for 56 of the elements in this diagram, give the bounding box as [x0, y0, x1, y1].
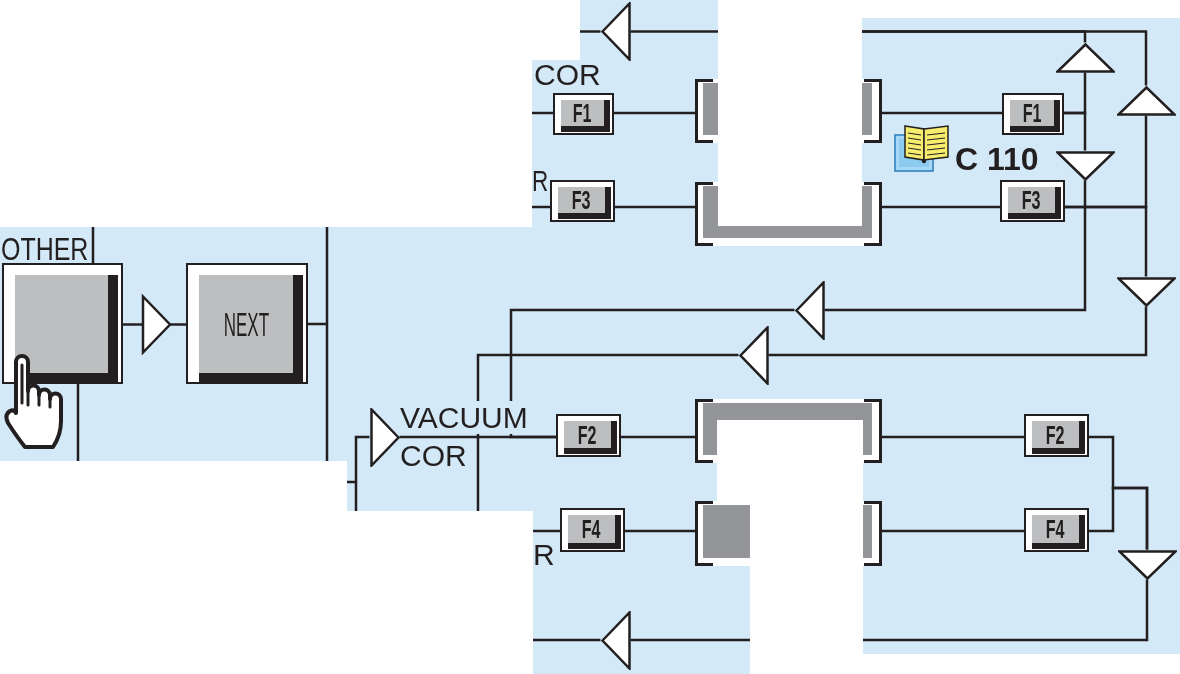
- connector-arrow: [123, 293, 186, 356]
- connector-line: [509, 308, 795, 439]
- function-key: F3: [550, 180, 615, 222]
- function-key: F2: [1024, 414, 1089, 457]
- flow-triangle: [600, 2, 631, 61]
- connector-line: [882, 435, 1024, 439]
- connector-line: [630, 638, 750, 642]
- bracketed-bar: [695, 399, 882, 463]
- connector-line: [882, 111, 1002, 115]
- function-key: F1: [1002, 93, 1064, 135]
- connector-line: [580, 30, 601, 33]
- connector-line: [476, 353, 739, 511]
- menu-key: NEXT: [186, 263, 308, 384]
- flow-triangle: [1117, 549, 1177, 580]
- function-key: F3: [1000, 180, 1065, 222]
- connector-line: [1089, 486, 1149, 550]
- connector-line: [1064, 111, 1087, 151]
- connector-line: [347, 435, 370, 513]
- flow-triangle: [600, 610, 631, 670]
- connector-line: [532, 111, 553, 115]
- connector-line: [91, 227, 95, 263]
- text-label: C 110: [955, 143, 1039, 175]
- connector-line: [625, 529, 695, 533]
- connector-line: [863, 579, 1149, 642]
- text-label: COR: [534, 60, 601, 90]
- connector-line: [824, 180, 1087, 312]
- connector-line: [1065, 205, 1148, 277]
- connector-line: [76, 384, 80, 461]
- connector-line: [533, 638, 601, 642]
- function-key: F4: [560, 508, 625, 552]
- flow-triangle: [369, 407, 400, 467]
- flow-triangle: [1116, 85, 1176, 116]
- flow-triangle: [794, 280, 825, 340]
- connector-line: [882, 529, 1024, 533]
- connector-line: [399, 435, 556, 439]
- connector-line: [615, 205, 695, 209]
- flow-triangle: [738, 325, 769, 385]
- text-label: OTHER: [1, 235, 89, 263]
- flow-triangle: [1055, 42, 1115, 73]
- connector-line: [308, 225, 329, 461]
- function-key: F2: [556, 414, 621, 457]
- connector-line: [768, 306, 1148, 357]
- connector-line: [533, 529, 560, 533]
- connector-line: [614, 111, 695, 115]
- text-label: R: [533, 540, 555, 570]
- bracketed-bar: [695, 182, 882, 246]
- flow-triangle: [1116, 276, 1176, 307]
- connector-line: [630, 30, 718, 33]
- connector-line: [621, 435, 695, 439]
- connector-line: [862, 30, 1148, 86]
- menu-key: [2, 263, 123, 384]
- flow-triangle: [1055, 150, 1115, 181]
- function-key: F4: [1024, 508, 1089, 552]
- connector-line: [882, 205, 1000, 209]
- function-key: F1: [553, 93, 614, 135]
- text-label: R: [532, 166, 549, 196]
